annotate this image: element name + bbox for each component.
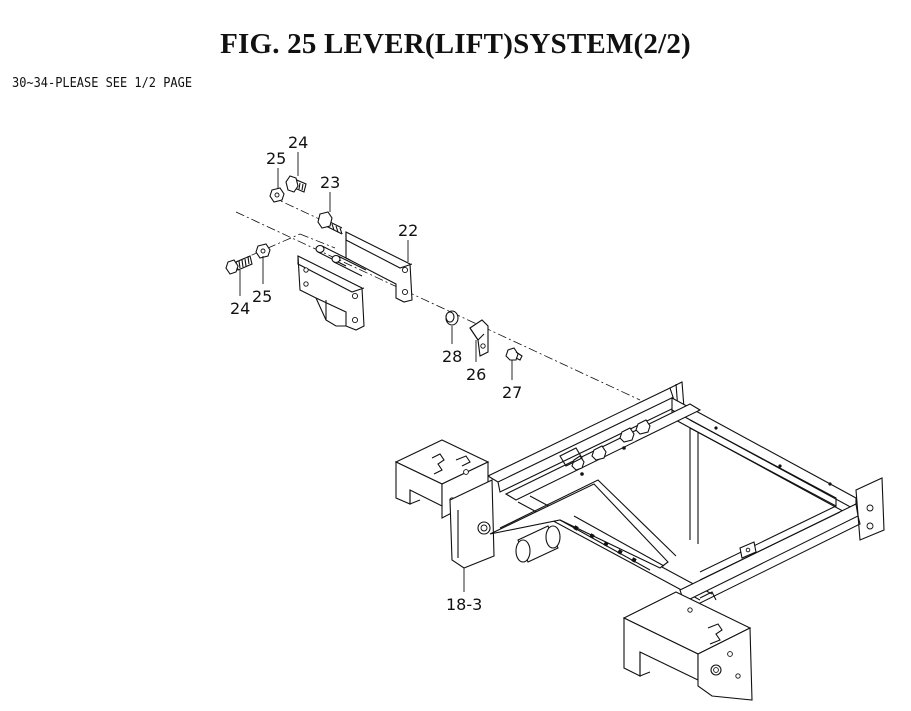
collar-part-28: [445, 310, 459, 326]
nut-part-25-top: [269, 187, 285, 203]
plate-part-26: [469, 319, 489, 357]
bracket-part-22: [297, 231, 413, 331]
bolt-part-23: [317, 211, 343, 235]
callout-26: 26: [466, 365, 486, 384]
bolt-part-24-lower: [225, 255, 253, 275]
callout-25-top: 25: [266, 149, 286, 168]
callout-24-lower: 24: [230, 299, 250, 318]
bolt-part-24-top: [285, 175, 307, 193]
assembly-centerlines: [235, 195, 641, 401]
callout-23: 23: [320, 173, 340, 192]
callout-leaders: [239, 152, 513, 592]
callout-18-3: 18-3: [446, 595, 482, 614]
reference-note: 30~34-PLEASE SEE 1/2 PAGE: [12, 76, 193, 91]
screw-part-27: [505, 347, 523, 361]
callout-25-lower: 25: [252, 287, 272, 306]
callout-28: 28: [442, 347, 462, 366]
callout-labels: 25 24 23 22 24 25 28 26 27 18-3: [230, 133, 522, 614]
nut-part-25-lower: [255, 243, 271, 259]
frame-assembly-18-3: [394, 381, 885, 701]
figure-title: FIG. 25 LEVER(LIFT)SYSTEM(2/2): [220, 28, 691, 60]
callout-22: 22: [398, 221, 418, 240]
callout-24-top: 24: [288, 133, 308, 152]
callout-27: 27: [502, 383, 522, 402]
